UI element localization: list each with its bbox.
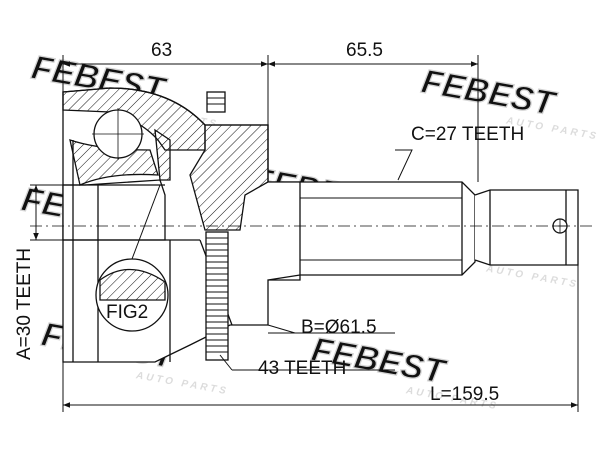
shaft-splines bbox=[300, 197, 462, 261]
abs-ring-top bbox=[206, 91, 226, 113]
inner-race bbox=[62, 179, 166, 241]
spline-a-label: A=30 TEETH bbox=[14, 248, 35, 360]
fig2-detail-hatch bbox=[99, 268, 166, 301]
abs-teeth-label: 43 TEETH bbox=[258, 358, 346, 379]
watermark-tagline: AUTO PARTS bbox=[484, 263, 579, 290]
leader-b bbox=[267, 324, 296, 334]
abs-ring-teeth bbox=[206, 237, 228, 353]
cage-section bbox=[69, 139, 159, 186]
total-length-label: L=159.5 bbox=[430, 384, 499, 405]
stub-shaft bbox=[267, 181, 476, 281]
cv-joint-part bbox=[30, 87, 595, 363]
watermark-brand: FEBEST bbox=[419, 62, 561, 123]
leader-c bbox=[395, 149, 413, 181]
housing-section-mid bbox=[189, 124, 269, 231]
threaded-end bbox=[474, 189, 579, 266]
cage-section-lower bbox=[154, 128, 171, 181]
dimension-lines bbox=[30, 55, 579, 412]
spline-c-label: C=27 TEETH bbox=[411, 124, 524, 145]
abs-diameter-label: B=Ø61.5 bbox=[301, 317, 377, 338]
abs-ring bbox=[205, 231, 229, 361]
fig2-leader bbox=[131, 184, 161, 260]
watermark-tagline: AUTO PARTS bbox=[134, 370, 229, 397]
dim-65-5-label: 65.5 bbox=[346, 40, 383, 61]
fig2-label: FIG2 bbox=[106, 302, 148, 323]
dim-63-label: 63 bbox=[151, 40, 172, 61]
